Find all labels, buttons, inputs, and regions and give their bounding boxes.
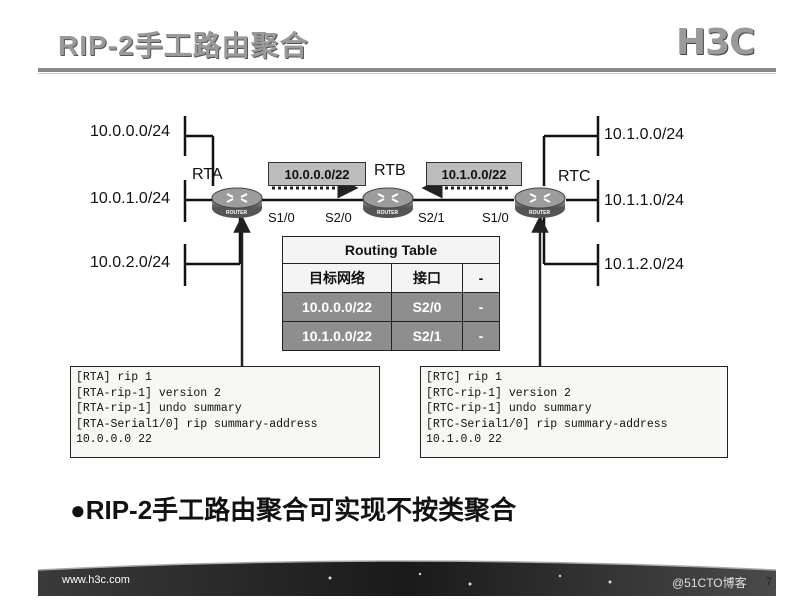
network-label-rtc-3: 10.1.2.0/24	[604, 256, 685, 273]
interface-rta-s10: S1/0	[268, 210, 295, 225]
table-cell: S2/0	[391, 292, 463, 322]
routing-table-caption: Routing Table	[282, 236, 500, 264]
summary-box-right: 10.1.0.0/22	[426, 162, 522, 186]
network-label-rta-2: 10.0.1.0/24	[90, 190, 171, 207]
table-row: 10.0.0.0/22 S2/0 -	[282, 292, 500, 322]
routing-table-header-dest: 目标网络	[282, 263, 392, 293]
title-divider	[38, 68, 776, 72]
rtb-icon-label: ROUTER	[377, 210, 399, 216]
table-cell: S2/1	[391, 321, 463, 351]
footer-url: www.h3c.com	[62, 574, 130, 586]
h3c-logo: H3C	[676, 22, 756, 63]
rtc-config-box: [RTC] rip 1 [RTC-rip-1] version 2 [RTC-r…	[420, 366, 728, 458]
table-cell: -	[462, 321, 500, 351]
network-label-rtc-2: 10.1.1.0/24	[604, 192, 685, 209]
rta-lan-links	[183, 116, 242, 286]
table-cell: 10.0.0.0/22	[282, 292, 392, 322]
slide-title: RIP-2手工路由聚合	[58, 30, 309, 61]
network-label-rta-1: 10.0.0.0/24	[90, 123, 171, 140]
router-name-rtc: RTC	[558, 168, 591, 185]
summary-bullet-text: ●RIP-2手工路由聚合可实现不按类聚合	[70, 495, 517, 525]
summary-box-left: 10.0.0.0/22	[268, 162, 366, 186]
table-cell: -	[462, 292, 500, 322]
interface-rtb-s20: S2/0	[325, 210, 352, 225]
interface-rtc-s10: S1/0	[482, 210, 509, 225]
routing-table-header-extra: -	[462, 263, 500, 293]
table-row: 10.1.0.0/22 S2/1 -	[282, 321, 500, 351]
rta-icon-label: ROUTER	[226, 210, 248, 216]
routing-table-header-iface: 接口	[391, 263, 463, 293]
title-divider-shadow	[38, 73, 776, 74]
rta-config-box: [RTA] rip 1 [RTA-rip-1] version 2 [RTA-r…	[70, 366, 380, 458]
rtc-lan-links	[542, 116, 600, 286]
router-name-rtb: RTB	[374, 162, 406, 179]
routing-table: Routing Table 目标网络 接口 - 10.0.0.0/22 S2/0…	[282, 236, 500, 351]
watermark: @51CTO博客	[672, 576, 747, 590]
interface-rtb-s21: S2/1	[418, 210, 445, 225]
footer-band	[37, 560, 777, 596]
table-cell: 10.1.0.0/22	[282, 321, 392, 351]
router-name-rta: RTA	[192, 166, 223, 183]
page-number: 7	[766, 576, 773, 588]
network-label-rtc-1: 10.1.0.0/24	[604, 126, 685, 143]
network-label-rta-3: 10.0.2.0/24	[90, 254, 171, 271]
rtc-icon-label: ROUTER	[529, 210, 551, 216]
